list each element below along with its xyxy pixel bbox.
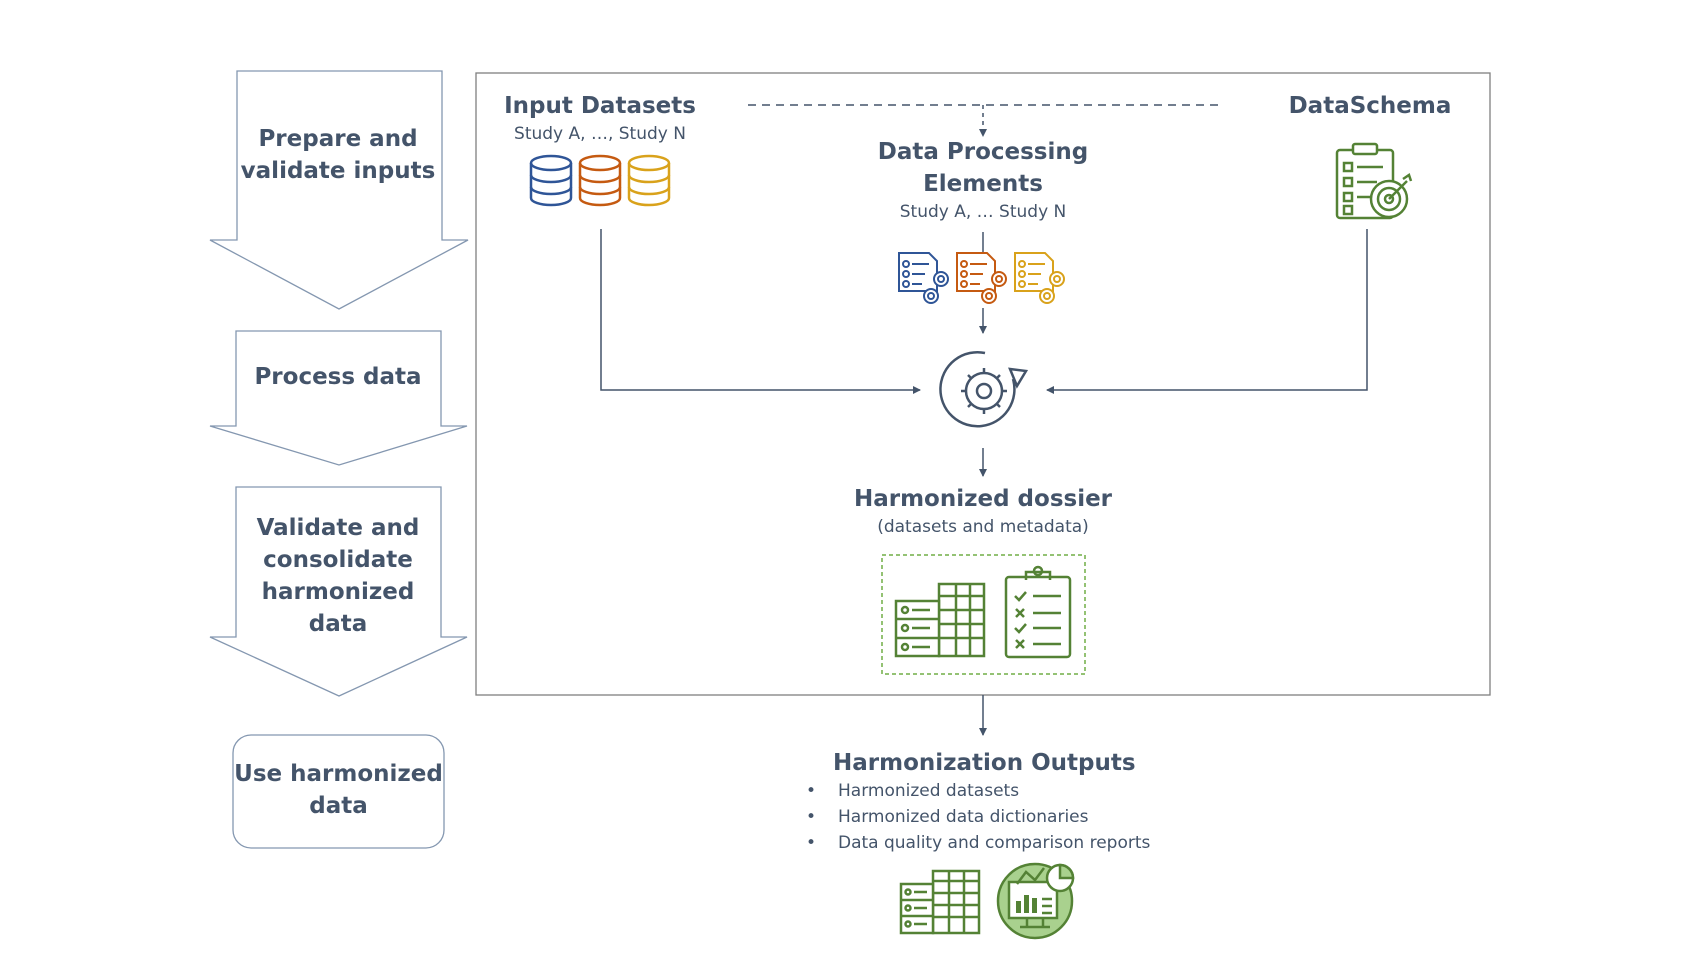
schema-target-icon <box>1335 142 1413 220</box>
schema-title: DataSchema <box>1288 93 1452 119</box>
database-icon-gold <box>627 154 671 207</box>
step-label-validate: Validate and consolidate harmonized data <box>256 515 420 637</box>
processing-doc-icon-blue <box>898 252 949 304</box>
dossier-checklist-icon <box>1004 565 1072 659</box>
database-icon-orange <box>578 154 622 207</box>
outputs-item: Harmonized datasets <box>806 778 1150 804</box>
outputs-title: Harmonization Outputs <box>833 750 1136 776</box>
step-label-process: Process data <box>254 364 422 390</box>
connector-inputs-to-process <box>600 229 921 394</box>
outputs-report-icon <box>996 862 1075 940</box>
step-arrow-prepare <box>209 70 469 310</box>
outputs-item: Data quality and comparison reports <box>806 830 1150 856</box>
step-box-use <box>232 734 445 849</box>
processing-subtitle: Study A, … Study N <box>899 202 1067 222</box>
inputs-title: Input Datasets <box>504 93 696 119</box>
outputs-table-icon <box>899 869 981 935</box>
outputs-item: Harmonized data dictionaries <box>806 804 1150 830</box>
process-cycle-icon <box>939 351 1029 428</box>
connector-schema-to-process <box>1046 229 1368 394</box>
processing-doc-icon-gold <box>1014 252 1065 304</box>
processing-doc-icon-orange <box>956 252 1007 304</box>
processing-title: Data Processing Elements <box>877 139 1089 197</box>
step-arrow-validate <box>209 486 468 697</box>
inputs-subtitle: Study A, …, Study N <box>514 124 686 144</box>
step-label-use: Use harmonized data <box>234 761 443 819</box>
database-icon-blue <box>529 154 573 207</box>
dossier-subtitle: (datasets and metadata) <box>877 517 1089 537</box>
step-arrow-process <box>209 330 468 466</box>
dossier-table-icon <box>894 582 986 658</box>
dossier-title: Harmonized dossier <box>853 486 1113 512</box>
step-label-prepare: Prepare and validate inputs <box>240 126 436 184</box>
outputs-list: Harmonized datasets Harmonized data dict… <box>806 778 1150 856</box>
